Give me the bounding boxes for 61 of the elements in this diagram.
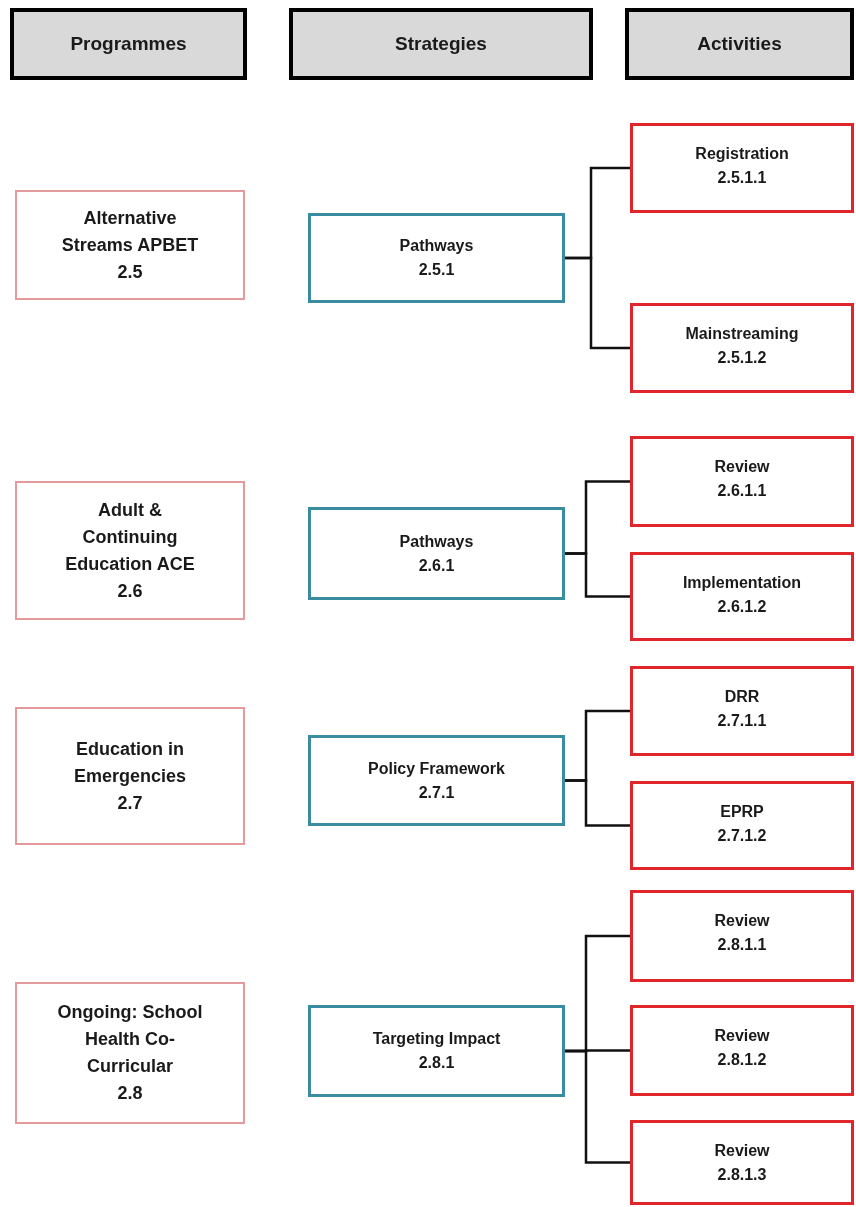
box-title: Implementation: [682, 573, 802, 593]
box-title: Policy Framework: [368, 758, 505, 779]
box-title: Strategies: [395, 31, 487, 56]
box-title: Review: [714, 911, 770, 931]
box-number: 2.6.1: [418, 555, 455, 576]
box-title: Review: [714, 1141, 770, 1161]
box-number: 2.7.1.1: [717, 711, 767, 731]
box-title: Review: [714, 1026, 770, 1046]
activity-box: [630, 123, 854, 213]
strategy-box: [308, 1005, 565, 1097]
strategy-box: [308, 507, 565, 600]
box-number: 2.5: [117, 260, 143, 284]
box-title: Activities: [697, 31, 782, 56]
box-title: Ongoing: School Health Co-Curricular: [56, 1001, 204, 1078]
activity-box: [630, 781, 854, 870]
connector-line: [565, 552, 630, 598]
box-title: EPRP: [720, 802, 764, 822]
box-number: 2.8: [117, 1082, 143, 1105]
connector-line: [565, 256, 630, 350]
box-title: Review: [714, 457, 770, 477]
activity-box: [630, 436, 854, 527]
box-title: Programmes: [70, 31, 187, 56]
box-title: Pathways: [399, 531, 474, 552]
box-number: 2.8.1.3: [717, 1165, 767, 1185]
activity-box: [630, 1120, 854, 1205]
box-title: Targeting Impact: [372, 1029, 501, 1049]
box-number: 2.7: [117, 791, 143, 815]
box-title: Mainstreaming: [685, 324, 799, 344]
activity-box: [630, 552, 854, 641]
activity-box: [630, 666, 854, 756]
box-number: 2.6.1.2: [717, 597, 767, 617]
box-number: 2.5.1.1: [717, 168, 767, 188]
box-title: Alternative Streams APBET: [60, 206, 200, 257]
column-header: [625, 8, 854, 80]
connector-line: [565, 1049, 630, 1164]
box-number: 2.8.1.2: [717, 1050, 767, 1070]
programme-box: [15, 190, 245, 300]
box-number: 2.5.1: [418, 260, 455, 280]
box-number: 2.7.1.2: [717, 826, 767, 846]
box-number: 2.8.1.1: [717, 935, 767, 955]
programme-box: [15, 707, 245, 845]
programme-box: [15, 982, 245, 1124]
box-number: 2.6: [117, 579, 143, 603]
box-number: 2.6.1.1: [717, 481, 767, 501]
box-number: 2.5.1.2: [717, 348, 767, 368]
box-title: Education in Emergencies: [72, 737, 188, 788]
activity-box: [630, 890, 854, 982]
programme-box: [15, 481, 245, 620]
strategy-box: [308, 735, 565, 826]
box-number: 2.7.1: [418, 782, 455, 803]
box-title: Adult & Continuing Education ACE: [64, 498, 196, 576]
connector-line: [565, 779, 630, 827]
box-number: 2.8.1: [418, 1053, 455, 1073]
box-title: Registration: [695, 144, 789, 164]
activity-box: [630, 303, 854, 393]
box-title: Pathways: [399, 236, 474, 256]
column-header: [289, 8, 593, 80]
strategy-box: [308, 213, 565, 303]
activity-box: [630, 1005, 854, 1096]
box-title: DRR: [724, 687, 760, 707]
column-header: [10, 8, 247, 80]
